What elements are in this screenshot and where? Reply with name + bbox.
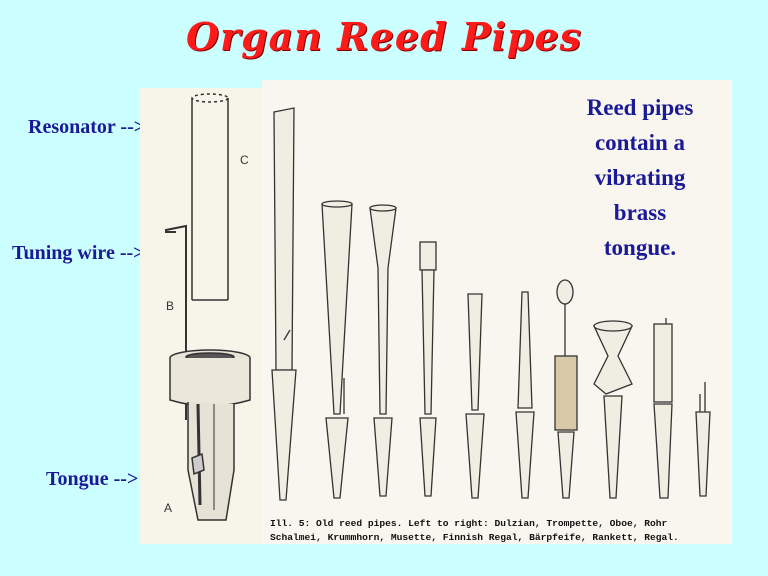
callout-line: Reed pipes [586, 95, 694, 120]
tuning-wire [165, 224, 187, 420]
tuning-wire-label: Tuning wire --> [12, 242, 145, 264]
pipe-krummhorn [465, 293, 485, 499]
pipe-trompette [321, 200, 353, 499]
pipe-dulzian [271, 107, 297, 501]
reed-pipe-diagram [165, 93, 251, 521]
wedge [191, 452, 205, 476]
page-title: Organ Reed Pipes [185, 14, 583, 59]
callout-line: vibrating [594, 165, 686, 190]
pipe-rohr-schalmei [419, 241, 437, 497]
callout-line: brass [613, 200, 667, 225]
pipe-barpfeife [592, 320, 634, 499]
resonator-label: Resonator --> [28, 116, 146, 138]
illustration-caption: Ill. 5: Old reed pipes. Left to right: D… [270, 517, 730, 545]
caption-line: Ill. 5: Old reed pipes. Left to right: D… [270, 518, 668, 529]
pipe-oboe [369, 204, 397, 497]
pipe-finnish-regal [554, 279, 578, 499]
tongue-label: Tongue --> [46, 468, 139, 490]
callout-line: tongue. [603, 235, 677, 260]
letter-b: B [166, 299, 174, 313]
letter-c: C [240, 153, 249, 167]
reed-description-callout: Reed pipes contain a vibrating brass ton… [556, 90, 724, 265]
callout-line: contain a [594, 130, 686, 155]
resonator-top [191, 93, 229, 103]
block-body [169, 358, 251, 407]
pipe-musette [515, 291, 535, 499]
caption-line: Schalmei, Krummhorn, Musette, Finnish Re… [270, 532, 679, 543]
pipe-regal [695, 382, 711, 497]
letter-a: A [164, 501, 172, 515]
pipe-rankett [653, 318, 673, 499]
